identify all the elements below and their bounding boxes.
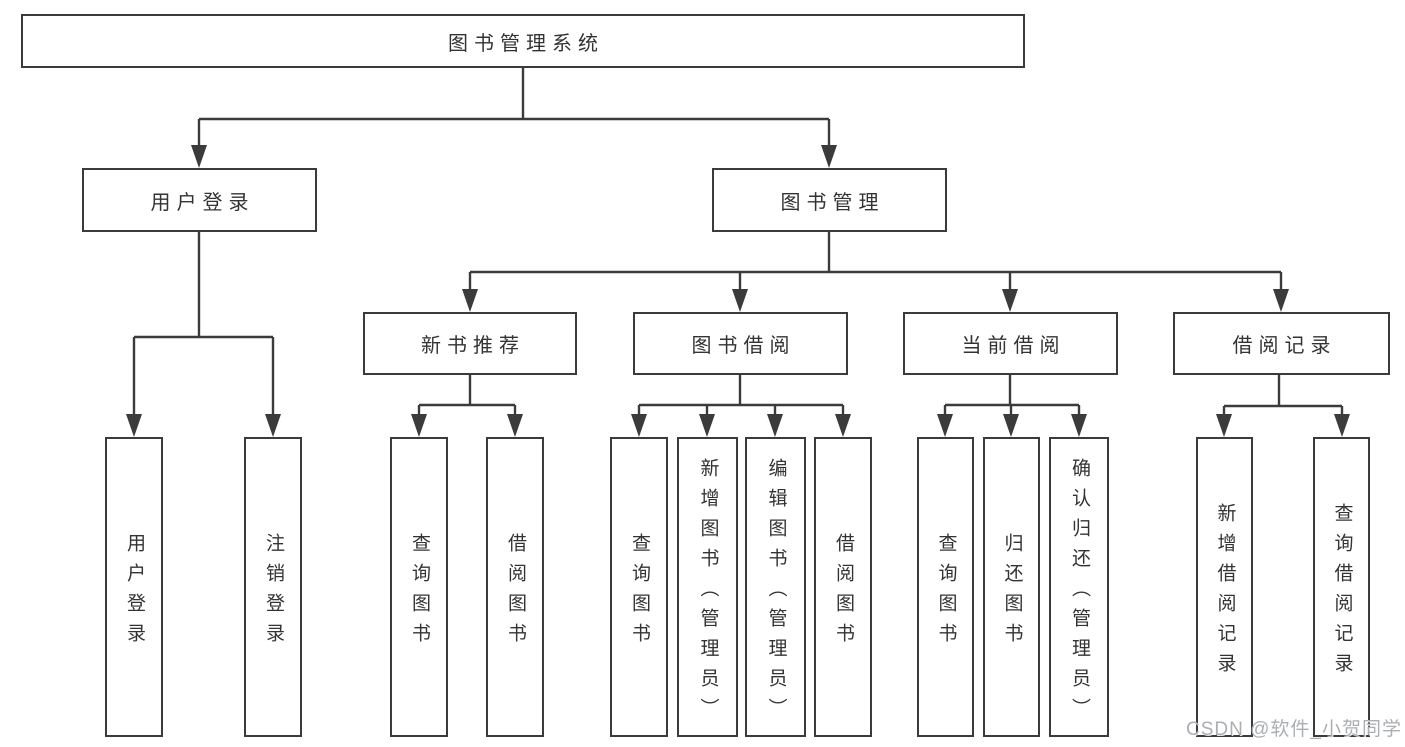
leaf-user-login: 用户登录 (105, 437, 163, 737)
node-book-management: 图书管理 (712, 168, 947, 232)
node-root-label: 图书管理系统 (448, 32, 604, 55)
leaf-borrow-books-recommend: 借阅图书 (486, 437, 544, 737)
node-current-borrowing-label: 当前借阅 (961, 335, 1066, 357)
leaf-confirm-return-admin: 确认归还（管理员） (1049, 437, 1109, 737)
leaf-edit-books-admin-label: 编辑图书（管理员） (765, 457, 787, 728)
leaf-query-books-recommend-label: 查询图书 (408, 532, 430, 653)
leaf-logout-label: 注销登录 (262, 532, 284, 653)
node-current-borrowing: 当前借阅 (903, 312, 1118, 375)
watermark: CSDN @软件_小贺同学 (1186, 719, 1402, 740)
node-root: 图书管理系统 (21, 14, 1025, 68)
node-book-borrowing-label: 图书借阅 (691, 335, 796, 357)
leaf-user-login-label: 用户登录 (123, 532, 145, 653)
leaf-query-borrow-record: 查询借阅记录 (1313, 437, 1370, 737)
leaf-query-books-borrowing-label: 查询图书 (628, 532, 650, 653)
leaf-return-books: 归还图书 (983, 437, 1040, 737)
node-borrowing-records: 借阅记录 (1173, 312, 1390, 375)
leaf-query-borrow-record-label: 查询借阅记录 (1331, 502, 1353, 683)
leaf-add-borrow-record-label: 新增借阅记录 (1214, 502, 1236, 683)
node-book-management-label: 图书管理 (780, 191, 885, 214)
leaf-borrow-books-recommend-label: 借阅图书 (504, 532, 526, 653)
leaf-query-books-current: 查询图书 (917, 437, 974, 737)
node-new-book-recommend-label: 新书推荐 (421, 335, 525, 357)
leaf-add-books-admin: 新增图书（管理员） (677, 437, 738, 737)
leaf-add-borrow-record: 新增借阅记录 (1196, 437, 1253, 737)
node-borrowing-records-label: 借阅记录 (1232, 335, 1337, 357)
leaf-borrow-books-borrowing: 借阅图书 (814, 437, 872, 737)
leaf-add-books-admin-label: 新增图书（管理员） (697, 457, 719, 728)
leaf-logout: 注销登录 (244, 437, 302, 737)
leaf-confirm-return-admin-label: 确认归还（管理员） (1068, 457, 1090, 728)
node-user-login: 用户登录 (82, 168, 317, 232)
leaf-query-books-borrowing: 查询图书 (610, 437, 668, 737)
leaf-borrow-books-borrowing-label: 借阅图书 (832, 532, 854, 653)
leaf-query-books-current-label: 查询图书 (935, 532, 957, 653)
node-new-book-recommend: 新书推荐 (363, 312, 577, 375)
leaf-edit-books-admin: 编辑图书（管理员） (745, 437, 806, 737)
leaf-return-books-label: 归还图书 (1001, 532, 1023, 653)
node-user-login-label: 用户登录 (150, 191, 255, 214)
leaf-query-books-recommend: 查询图书 (390, 437, 448, 737)
node-book-borrowing: 图书借阅 (633, 312, 848, 375)
